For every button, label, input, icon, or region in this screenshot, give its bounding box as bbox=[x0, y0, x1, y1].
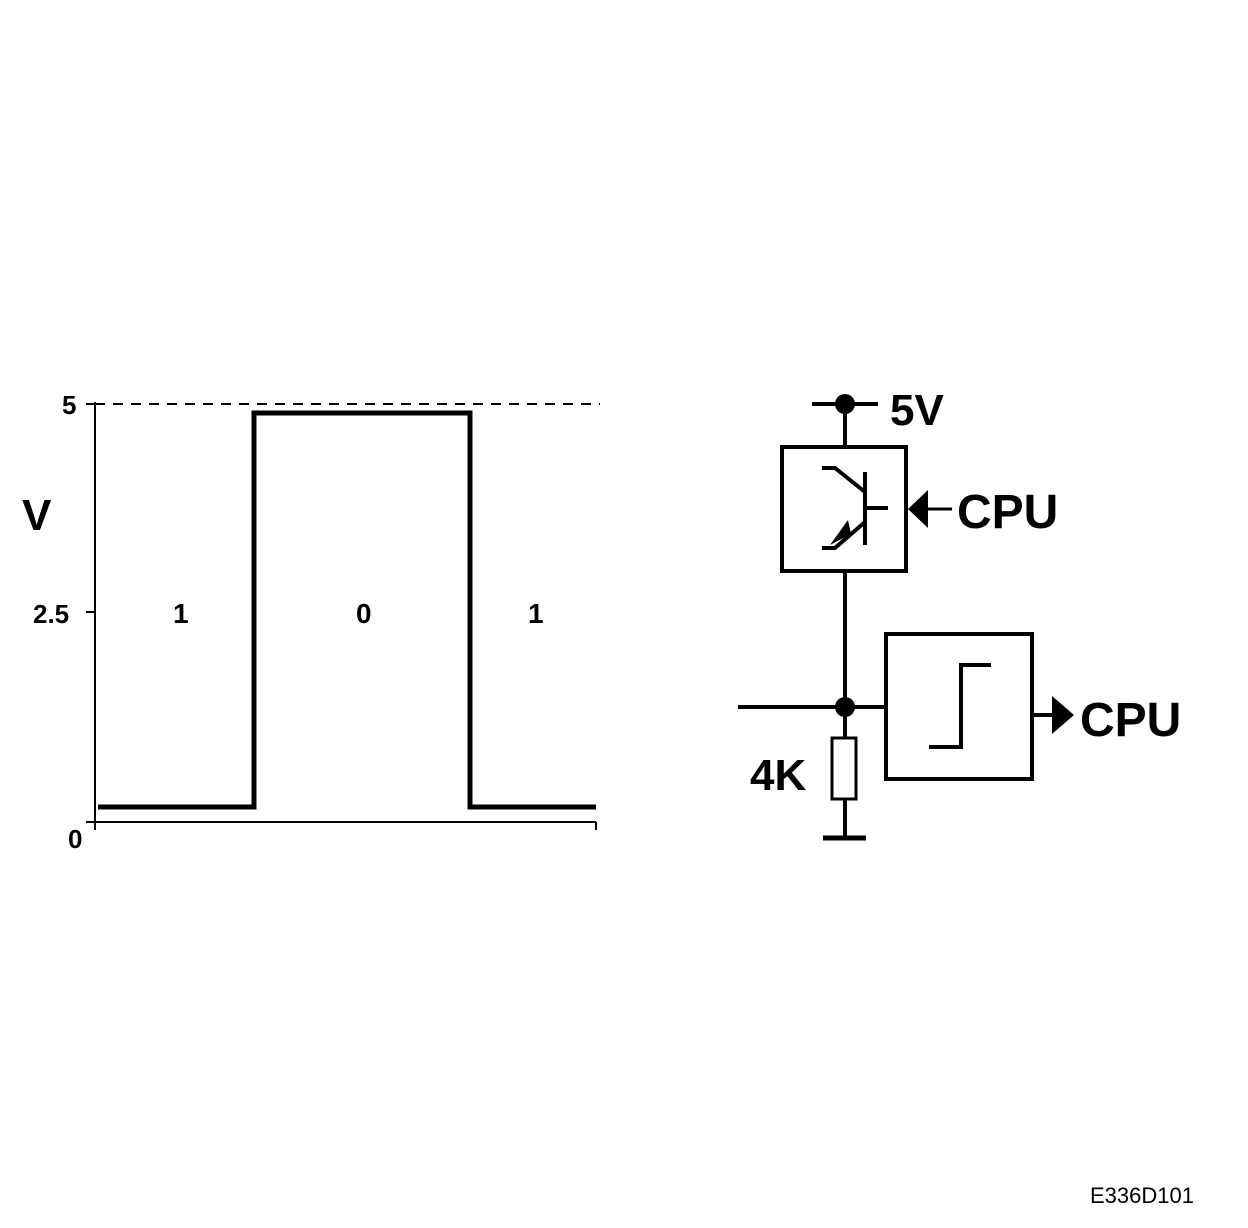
segment-label-1-right: 1 bbox=[528, 598, 544, 629]
tick-label-0: 0 bbox=[68, 824, 82, 854]
circuit-diagram: 5V CPU CPU 4K bbox=[738, 386, 1181, 841]
pulse-waveform bbox=[98, 410, 596, 810]
y-axis-label: V bbox=[22, 491, 52, 540]
cpu-output-arrow-icon bbox=[1052, 696, 1074, 734]
transistor-icon bbox=[822, 466, 888, 550]
tick-label-5: 5 bbox=[62, 390, 76, 420]
resistor-label: 4K bbox=[750, 751, 806, 800]
cpu-control-arrow-icon bbox=[908, 490, 928, 528]
segment-label-1-left: 1 bbox=[173, 598, 189, 629]
voltage-waveform-graph: V 5 2.5 0 1 0 1 bbox=[22, 390, 600, 854]
document-id: E336D101 bbox=[1090, 1183, 1194, 1208]
segment-label-0: 0 bbox=[356, 598, 372, 629]
step-function-icon bbox=[929, 663, 991, 749]
tick-label-2-5: 2.5 bbox=[33, 599, 69, 629]
pull-down-resistor bbox=[830, 736, 858, 801]
supply-label: 5V bbox=[890, 386, 944, 435]
cpu-input-label: CPU bbox=[957, 486, 1058, 539]
cpu-output-label: CPU bbox=[1080, 694, 1181, 747]
